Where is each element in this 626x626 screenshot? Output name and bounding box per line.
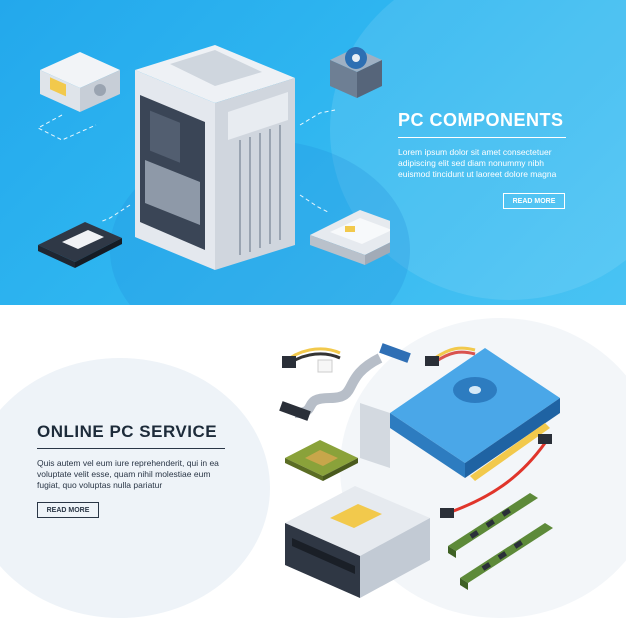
ribbon-cable-icon: [279, 343, 411, 421]
ram-module-icon: [448, 493, 553, 590]
online-pc-service-banner: ONLINE PC SERVICE Quis autem vel eum iur…: [0, 318, 626, 626]
banner-title: PC COMPONENTS: [398, 110, 564, 130]
pc-components-illustration: [36, 45, 390, 270]
cpu-chip-icon: [285, 440, 358, 481]
decor-blob: [0, 358, 270, 618]
hard-drive-icon: [310, 210, 390, 265]
pc-case-icon: [135, 45, 295, 270]
power-supply-icon: [40, 52, 120, 112]
optical-drive-icon: [285, 486, 430, 598]
power-cables-icon: [282, 347, 341, 373]
cpu-cooler-icon: [330, 47, 382, 98]
banner-description: Quis autem vel eum iure reprehenderit, q…: [37, 458, 219, 490]
banner-title: ONLINE PC SERVICE: [37, 422, 218, 441]
title-underline: [37, 448, 225, 449]
dashed-connectors: [36, 109, 336, 223]
pc-parts-illustration: [279, 343, 560, 598]
read-more-button[interactable]: READ MORE: [503, 193, 565, 209]
pc-components-banner: PC COMPONENTS Lorem ipsum dolor sit amet…: [0, 0, 626, 305]
banner-description: Lorem ipsum dolor sit amet consectetuer …: [398, 147, 557, 179]
ssd-icon: [38, 222, 122, 268]
title-underline: [398, 137, 566, 138]
graphics-card-icon: [360, 348, 560, 481]
read-more-button[interactable]: READ MORE: [37, 502, 99, 518]
sata-connector-icon: [425, 346, 476, 366]
sata-cable-icon: [440, 434, 552, 518]
